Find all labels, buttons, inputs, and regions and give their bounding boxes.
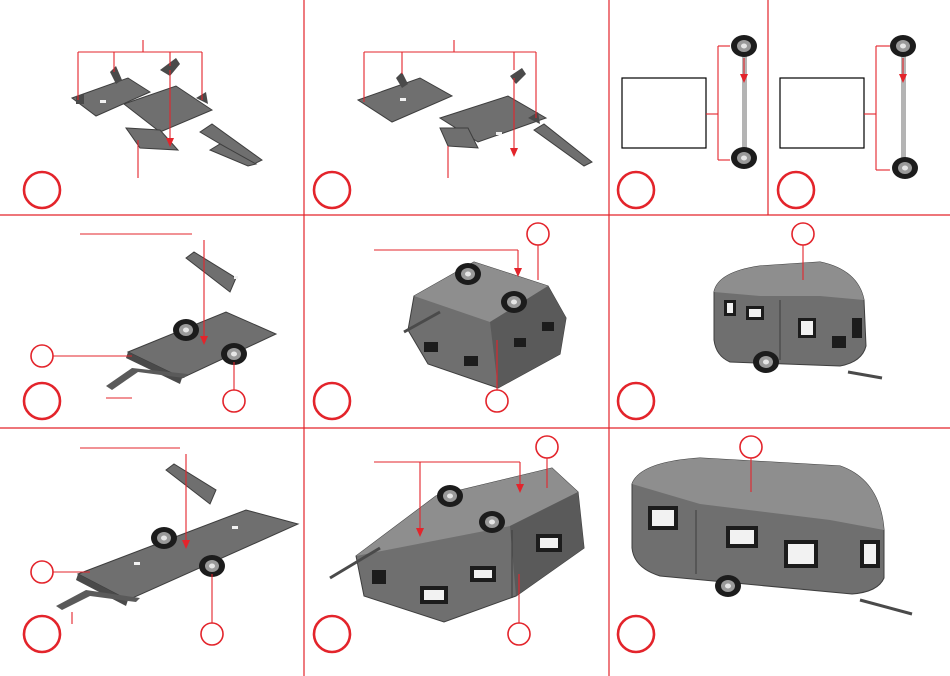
step-marker-2 <box>314 172 350 208</box>
panel-step-1 <box>72 40 262 178</box>
step-marker-4 <box>24 383 60 419</box>
panel-step-6 <box>714 245 882 378</box>
wheel-icon <box>892 157 918 179</box>
body-outline <box>780 78 864 148</box>
panel-step-2 <box>358 40 592 178</box>
step-marker-8 <box>314 616 350 652</box>
wheel-icon <box>173 319 199 341</box>
fender-part <box>166 464 216 504</box>
wheel-icon <box>199 555 225 577</box>
step-marker-3b <box>778 172 814 208</box>
step-marker-1 <box>24 172 60 208</box>
callout-circle <box>201 623 223 645</box>
panel-step-4 <box>53 234 276 398</box>
callout-circle <box>740 436 762 458</box>
callout-circle <box>792 223 814 245</box>
wheel-icon <box>731 147 757 169</box>
step-marker-9 <box>618 616 654 652</box>
wheel-icon <box>501 291 527 313</box>
callout-circle <box>486 390 508 412</box>
wheel-icon <box>890 35 916 57</box>
callout-circle <box>31 345 53 367</box>
step-marker-3a <box>618 172 654 208</box>
step-marker-7 <box>24 616 60 652</box>
fender-part <box>186 252 236 292</box>
wheel-icon <box>437 485 463 507</box>
callout-circle <box>527 223 549 245</box>
step-marker-5 <box>314 383 350 419</box>
wheel-icon <box>715 575 741 597</box>
body-outline <box>622 78 706 148</box>
wheel-icon <box>753 351 779 373</box>
callout-circle <box>536 436 558 458</box>
chassis-short <box>72 78 262 166</box>
wheel-icon <box>455 263 481 285</box>
panel-step-7 <box>53 448 298 624</box>
panel-step-8 <box>330 458 584 623</box>
callout-circle <box>223 390 245 412</box>
wheel-icon <box>479 511 505 533</box>
panel-step-3a <box>622 35 757 169</box>
panel-step-9 <box>632 458 912 614</box>
panel-step-5 <box>374 245 566 390</box>
step-marker-6 <box>618 383 654 419</box>
callout-circle <box>31 561 53 583</box>
wheel-icon <box>151 527 177 549</box>
chassis-floor <box>78 510 298 600</box>
panel-step-3b <box>780 35 918 179</box>
wheel-icon <box>731 35 757 57</box>
wheel-icon <box>221 343 247 365</box>
callout-circle <box>508 623 530 645</box>
